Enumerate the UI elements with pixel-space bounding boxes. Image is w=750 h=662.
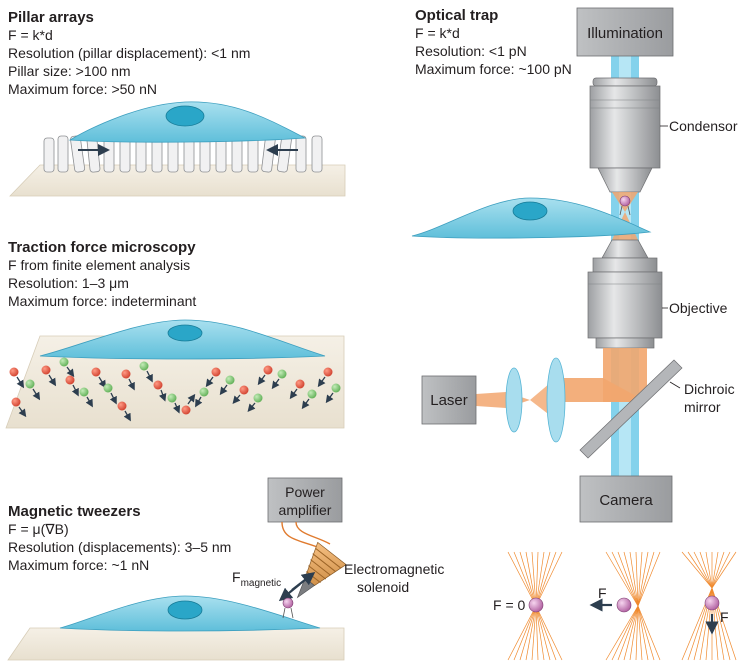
trap-state-zero (507, 551, 563, 661)
trap-state-zero-label: F = 0 (493, 597, 526, 613)
trap-force-states: F = 0 F (493, 551, 737, 661)
magnetic-force-arrow-back (278, 583, 301, 602)
pillar-nucleus (165, 105, 205, 127)
laser-beam-horizontal (556, 378, 647, 402)
magnetic-tweezers-panel: Magnetic tweezers F = μ(∇B) Resolution (… (7, 477, 444, 661)
optical-max-force: Maximum force: ~100 pN (415, 61, 572, 77)
illumination-label: Illumination (587, 25, 663, 42)
pillar-title: Pillar arrays (8, 9, 94, 26)
solenoid-label-line1: Electromagnetic (344, 561, 444, 577)
laser-box (421, 375, 477, 425)
pillar-arrays-panel: Pillar arrays F = k*d Resolution (pillar… (8, 9, 346, 197)
dichroic-label-line1: Dichroic (684, 381, 735, 397)
tfm-max-force: Maximum force: indeterminant (8, 293, 196, 309)
magnetic-formula: F = μ(∇B) (8, 521, 69, 537)
optical-bead (619, 195, 631, 207)
objective-label: Objective (669, 300, 728, 316)
magnetic-substrate (7, 627, 345, 661)
trap-state-axial-label: F (720, 609, 729, 625)
trap-state-lateral (605, 551, 661, 661)
magnetic-max-force: Maximum force: ~1 nN (8, 557, 149, 573)
tfm-title: Traction force microscopy (8, 239, 196, 256)
optical-trap-panel: Optical trap F = k*d Resolution: <1 pN M… (411, 7, 738, 523)
solenoid-label-line2: solenoid (357, 579, 409, 595)
amplifier-wire-2 (295, 521, 331, 545)
optical-title: Optical trap (415, 7, 498, 24)
pillar-max-force: Maximum force: >50 nN (8, 81, 157, 97)
pillar-resolution: Resolution (pillar displacement): <1 nm (8, 45, 250, 61)
illumination-box (576, 7, 674, 57)
objective (587, 239, 663, 349)
optical-formula: F = k*d (415, 25, 460, 41)
condenser (589, 77, 661, 193)
tfm-method: F from finite element analysis (8, 257, 190, 273)
trap-state-axial-bead (704, 595, 720, 611)
tfm-resolution: Resolution: 1–3 μm (8, 275, 129, 291)
tfm-panel: Traction force microscopy F from finite … (5, 239, 345, 429)
laser-label: Laser (430, 392, 468, 409)
optical-nucleus (512, 201, 548, 221)
magnetic-bead (282, 597, 294, 609)
tfm-nucleus (167, 324, 203, 342)
pillar-substrate (9, 164, 346, 197)
tfm-beads (9, 357, 341, 422)
magnetic-title: Magnetic tweezers (8, 503, 141, 520)
camera-box (579, 475, 673, 523)
dichroic-mirror (579, 359, 683, 459)
solenoid (296, 541, 347, 599)
condenser-label: Condensor (669, 118, 738, 134)
amplifier-wire-1 (281, 521, 321, 549)
magnetic-force-label: Fmagnetic (232, 569, 281, 589)
power-amplifier-label-line2: amplifier (279, 502, 332, 518)
power-amplifier-box (267, 477, 343, 523)
pillar-size: Pillar size: >100 nm (8, 63, 131, 79)
beam-expander-lens-2 (546, 357, 566, 443)
trap-state-zero-bead (528, 597, 544, 613)
magnetic-resolution: Resolution (displacements): 3–5 nm (8, 539, 231, 555)
power-amplifier-label-line1: Power (285, 484, 325, 500)
optical-resolution: Resolution: <1 pN (415, 43, 527, 59)
magnetic-bead-tether (282, 607, 294, 619)
dichroic-label-line2: mirror (684, 399, 721, 415)
beam-expander-lens-1 (505, 367, 523, 433)
trap-state-lateral-label: F (598, 585, 607, 601)
pillar-formula: F = k*d (8, 27, 53, 43)
magnetic-nucleus (167, 600, 203, 620)
trap-state-lateral-bead (616, 597, 632, 613)
camera-label: Camera (599, 492, 653, 509)
